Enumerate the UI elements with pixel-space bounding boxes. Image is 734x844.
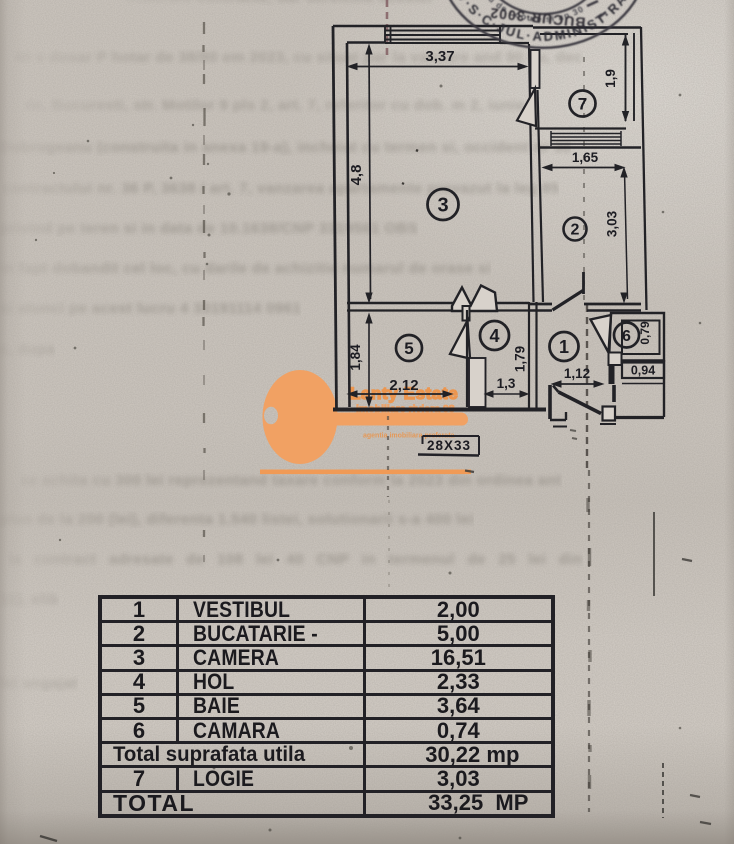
svg-text:agentia imobiliara preferata: agentia imobiliara preferata [363, 433, 455, 440]
svg-text:1,3: 1,3 [497, 376, 516, 391]
svg-text:2: 2 [571, 222, 580, 239]
svg-text:4: 4 [489, 326, 499, 346]
svg-text:7: 7 [578, 95, 587, 114]
svg-text:3,37: 3,37 [425, 48, 454, 65]
svg-text:6: 6 [622, 328, 631, 345]
svg-text:0,94: 0,94 [631, 364, 655, 378]
svg-text:28X33: 28X33 [427, 438, 471, 453]
svg-text:2,12: 2,12 [389, 377, 418, 394]
svg-text:4,8: 4,8 [348, 165, 365, 186]
svg-text:1,79: 1,79 [513, 346, 528, 372]
svg-text:0,79: 0,79 [638, 321, 652, 345]
svg-text:3,03: 3,03 [605, 210, 620, 237]
svg-text:5: 5 [404, 339, 413, 358]
svg-text:1,9: 1,9 [603, 69, 618, 88]
svg-text:1,84: 1,84 [348, 344, 363, 371]
svg-text:3: 3 [437, 195, 448, 217]
svg-text:1,12: 1,12 [564, 366, 590, 381]
svg-text:1,65: 1,65 [572, 150, 599, 165]
svg-text:1: 1 [559, 337, 569, 357]
